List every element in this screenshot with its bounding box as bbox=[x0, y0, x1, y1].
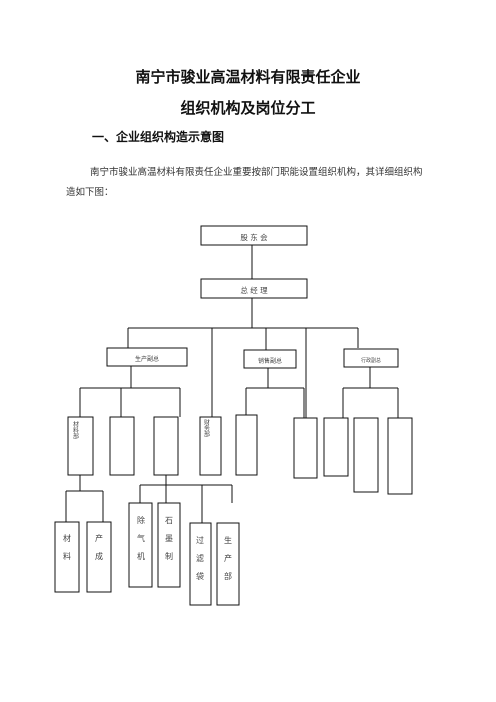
label-admin-vp: 行政副总 bbox=[361, 357, 381, 364]
org-box-admin-vp bbox=[343, 348, 399, 368]
label-sales-vp: 销售副总 bbox=[258, 357, 282, 365]
label-leaf-production: 生产部 bbox=[224, 535, 233, 590]
label-shareholders: 股 东 会 bbox=[240, 232, 268, 242]
org-box-sales-dept-3 bbox=[323, 417, 349, 477]
org-box-sales-dept-2 bbox=[293, 417, 318, 479]
intro-paragraph: 南宁市骏业高温材料有限责任企业重要按部门职能设置组织机构，其详细组织构造如下图： bbox=[66, 167, 423, 198]
org-box-leaf-production bbox=[216, 522, 240, 606]
org-box-admin-dept-2 bbox=[387, 417, 413, 495]
org-box-leaf-graphite bbox=[157, 502, 181, 588]
label-production-vp: 生产副总 bbox=[135, 355, 159, 363]
org-box-general-manager bbox=[200, 278, 308, 299]
label-leaf-graphite: 石墨制 bbox=[165, 516, 174, 570]
org-box-leaf-degasser bbox=[128, 502, 153, 588]
org-box-production-vp bbox=[106, 347, 188, 367]
label-leaf-materials: 材料 bbox=[63, 533, 72, 570]
org-box-admin-dept-1 bbox=[353, 417, 379, 493]
label-leaf-finished: 产成 bbox=[95, 533, 104, 570]
section-heading: 一、企业组织构造示意图 bbox=[92, 130, 225, 144]
label-leaf-filter-bag: 过滤袋 bbox=[196, 535, 205, 590]
org-box-sales-dept-1 bbox=[235, 414, 258, 476]
org-box-dept-b bbox=[109, 416, 135, 476]
org-box-shareholders bbox=[200, 225, 308, 246]
org-box-dept-c bbox=[153, 416, 179, 476]
label-leaf-degasser: 除气机 bbox=[137, 515, 146, 570]
label-materials-dept: 材料部 bbox=[72, 420, 79, 440]
label-finance-dept: 财务部 bbox=[203, 418, 210, 438]
org-box-finance-dept bbox=[199, 416, 222, 476]
org-box-leaf-finished bbox=[86, 521, 112, 593]
org-box-sales-vp bbox=[243, 349, 297, 369]
document-title-line-2: 组织机构及岗位分工 bbox=[180, 99, 316, 117]
org-box-leaf-filter-bag bbox=[189, 522, 212, 606]
label-general-manager: 总 经 理 bbox=[240, 285, 268, 295]
document-title-line-1: 南宁市骏业高温材料有限责任企业 bbox=[135, 68, 361, 86]
org-box-leaf-materials bbox=[54, 521, 80, 593]
